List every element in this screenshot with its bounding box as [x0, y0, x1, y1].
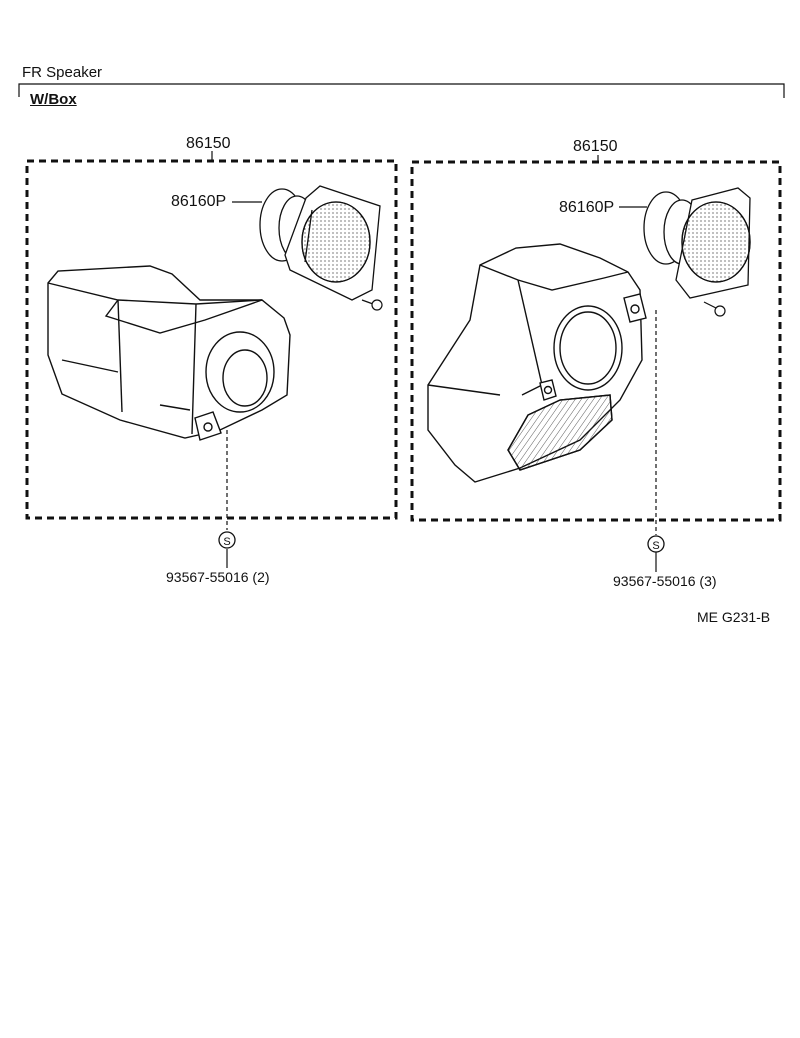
screw-symbol-left: S [218, 531, 236, 549]
box-part-number-right[interactable]: 86150 [573, 138, 618, 155]
screw-symbol-label-right: S [652, 540, 659, 552]
screw-part-number-left[interactable]: 93567-55016 (2) [166, 569, 270, 585]
screw-symbol-label-left: S [223, 536, 230, 548]
screw-small-left [361, 299, 383, 311]
speaker-part-number-left[interactable]: 86160P [171, 193, 227, 210]
screw-small-right [703, 301, 726, 317]
speaker-part-number-right[interactable]: 86160P [559, 199, 615, 216]
diagram-code: ME G231-B [697, 609, 771, 625]
speaker-box-left [47, 265, 291, 441]
speaker-right [643, 187, 751, 299]
variant-label: W/Box [30, 91, 77, 108]
speaker-left [259, 185, 381, 301]
assembly-frame-right [410, 160, 782, 522]
box-part-number-left[interactable]: 86150 [186, 135, 231, 152]
header-bracket [18, 83, 785, 98]
screw-part-number-right[interactable]: 93567-55016 (3) [613, 573, 717, 589]
section-title: FR Speaker [22, 64, 103, 81]
screw-symbol-right: S [647, 535, 665, 553]
speaker-box-right [427, 243, 647, 483]
